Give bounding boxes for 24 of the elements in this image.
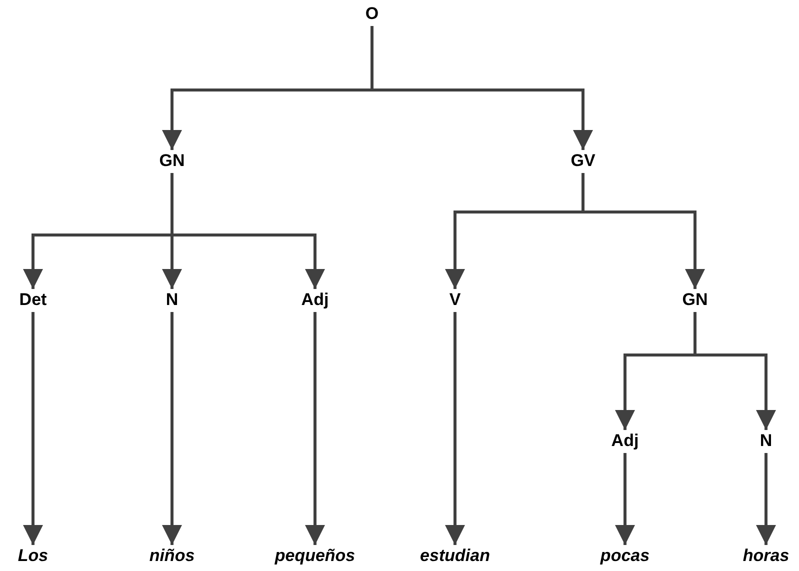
category-label: Det [18,290,48,310]
word-label: pequeños [274,546,356,566]
word-label: estudian [419,546,491,566]
category-label: N [164,290,180,310]
arrow [370,26,593,150]
arrow [615,453,635,545]
word-label: pocas [599,546,651,566]
word-label: horas [742,546,790,566]
category-label: GN [681,290,709,310]
category-label: N [758,431,774,451]
arrow [756,453,776,545]
word-label: niños [148,546,196,566]
category-label: GN [158,151,186,171]
category-label: Adj [610,431,640,451]
word-label: Los [16,546,50,566]
arrow [445,312,465,545]
category-label: GV [570,151,596,171]
category-label: V [448,290,462,310]
category-label: O [364,4,380,24]
arrow [162,312,182,545]
category-label: Adj [300,290,330,310]
arrow [582,173,705,289]
arrow [305,312,325,545]
arrow [23,312,43,545]
